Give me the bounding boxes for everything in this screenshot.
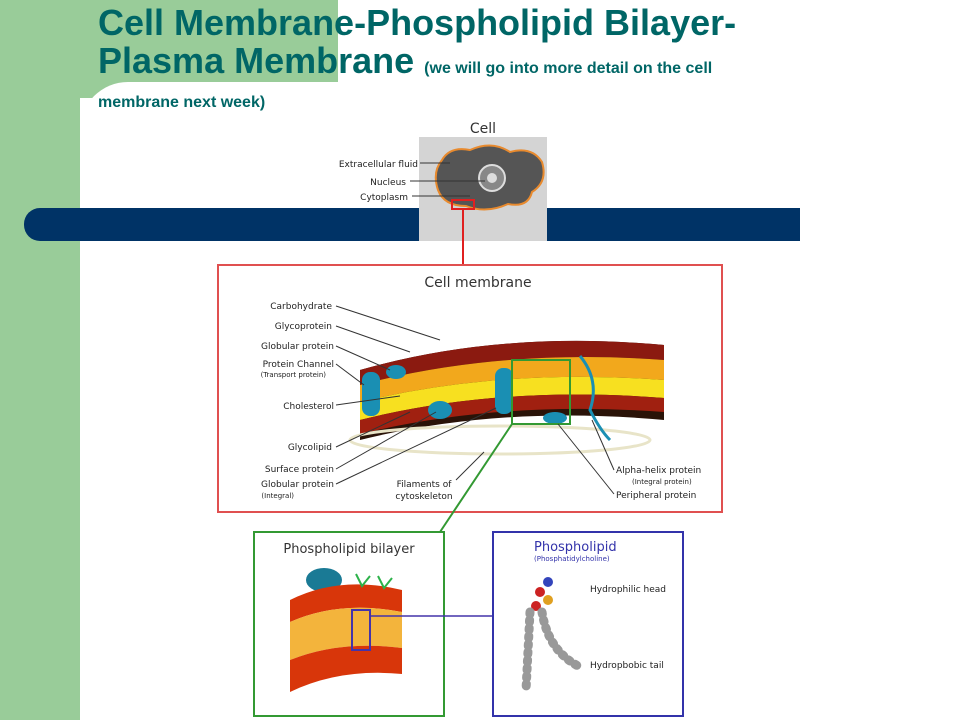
left-green-panel	[0, 0, 80, 720]
label-glycolipid: Glycolipid	[288, 443, 332, 453]
membrane-panel-title: Cell membrane	[424, 275, 531, 291]
leader-filaments	[455, 451, 485, 481]
label-peripheral: Peripheral protein	[616, 491, 696, 501]
label-transport-protein: (Transport protein)	[261, 371, 327, 379]
title-note: (we will go into more detail on the cell	[424, 60, 713, 77]
title-line-2-main: Plasma Membrane	[98, 40, 415, 81]
label-carbohydrate: Carbohydrate	[270, 302, 332, 312]
bilayer-protein	[306, 568, 342, 592]
label-cholesterol: Cholesterol	[283, 402, 334, 412]
integral-protein	[495, 368, 513, 414]
slide-title: Cell Membrane-Phospholipid Bilayer- Plas…	[98, 4, 736, 80]
bilayer-top-heads	[290, 584, 402, 622]
bilayer-connector	[439, 423, 513, 533]
label-protein-channel: Protein Channel	[263, 360, 334, 370]
label-globular-protein: Globular protein	[261, 342, 334, 352]
title-line-2: Plasma Membrane (we will go into more de…	[98, 42, 736, 80]
label-globular-integral: Globular protein	[261, 480, 334, 490]
membrane-zoom-box	[511, 359, 571, 425]
bilayer-carb-2	[377, 575, 393, 590]
label-hydrophilic-head: Hydrophilic head	[590, 585, 666, 595]
label-alpha-helix: Alpha-helix protein	[616, 466, 701, 476]
phospholipid-panel-subtitle: (Phosphatidylcholine)	[534, 555, 610, 563]
peripheral-protein	[543, 412, 567, 424]
label-cytoskeleton: cytoskeleton	[395, 492, 452, 502]
top-green-band	[0, 0, 338, 98]
cell-nucleolus	[487, 173, 497, 183]
bilayer-bottom-heads	[290, 645, 402, 692]
globular-protein	[386, 365, 406, 379]
membrane-bottom-heads	[360, 394, 664, 434]
cell-label-cytoplasm: Cytoplasm	[360, 193, 408, 203]
hydrophobic-tails	[521, 607, 583, 695]
bilayer-carb-1	[355, 573, 371, 588]
cell-label-extracellular: Extracellular fluid	[339, 160, 418, 170]
leader-globular	[335, 345, 391, 371]
cell-label-nucleus: Nucleus	[370, 178, 406, 188]
phospholipid-panel-title: Phospholipid	[534, 540, 617, 555]
label-filaments: Filaments of	[397, 480, 453, 490]
label-hydrophobic-tail: Hydropbobic tail	[590, 661, 664, 671]
leader-channel	[335, 363, 365, 386]
label-integral-protein: (Integral protein)	[632, 478, 692, 486]
title-note-line-2: membrane next week)	[98, 94, 266, 111]
protein-channel	[362, 372, 380, 416]
leader-glycolipid	[335, 411, 411, 448]
bilayer-panel-title: Phospholipid bilayer	[283, 542, 415, 557]
phospholipid-molecule	[521, 577, 583, 695]
alpha-helix-protein	[578, 355, 612, 442]
leader-surface	[335, 411, 437, 470]
cell-panel-title: Cell	[470, 121, 496, 137]
surface-protein	[428, 401, 452, 419]
title-line-1: Cell Membrane-Phospholipid Bilayer-	[98, 2, 737, 43]
accent-bar	[24, 208, 800, 241]
leader-peripheral	[557, 423, 615, 495]
label-integral: (Integral)	[261, 492, 294, 500]
membrane-tail-lower	[360, 376, 664, 420]
atom-oxygen-2	[531, 601, 541, 611]
atom-nitrogen	[543, 577, 553, 587]
atom-oxygen-1	[535, 587, 545, 597]
atom-phosphorus	[543, 595, 553, 605]
leader-carbohydrate	[335, 305, 441, 341]
leader-globular-integral	[335, 407, 497, 485]
leader-cholesterol	[335, 395, 401, 406]
membrane-top-heads	[360, 340, 664, 385]
white-corner	[80, 82, 340, 202]
leader-glycoprotein	[335, 325, 411, 353]
bilayer-zoom-box	[351, 609, 371, 651]
bilayer-tails	[290, 607, 402, 660]
label-surface-protein: Surface protein	[265, 465, 334, 475]
leader-alpha-helix	[591, 419, 615, 471]
label-glycoprotein: Glycoprotein	[275, 322, 332, 332]
